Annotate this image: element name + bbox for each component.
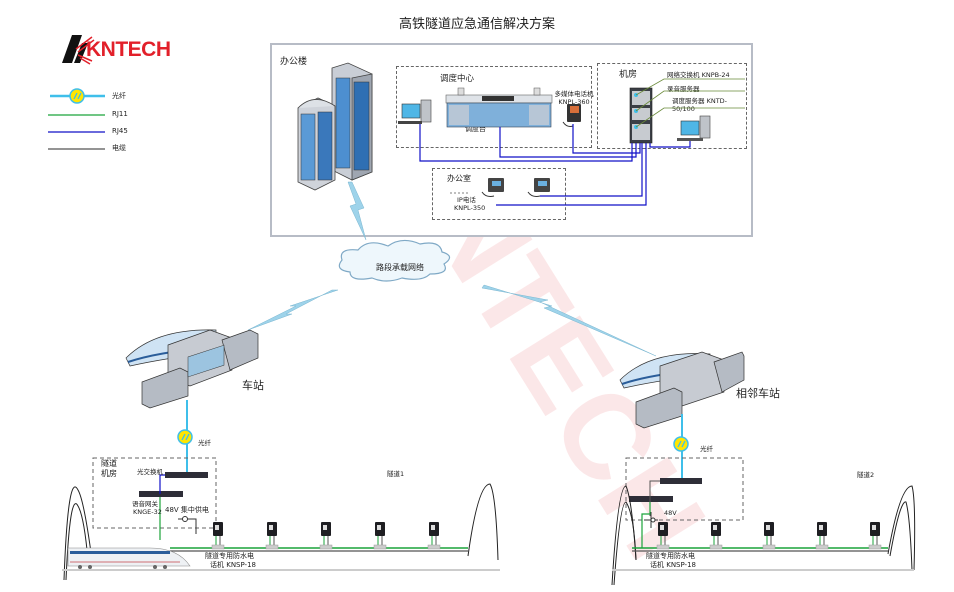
ip-phone-label-2: KNPL-350 [454, 204, 486, 212]
tunnel-phone-icon [427, 522, 441, 550]
dispatch-console-icon [445, 87, 553, 128]
optical-switch-icon [165, 472, 208, 478]
train-icon [67, 547, 191, 569]
diagram-title: 高铁隧道应急通信解决方案 [398, 17, 555, 32]
wireless-link-icon [347, 181, 367, 241]
power-symbol-right-icon [644, 512, 658, 528]
wireless-link-right-icon [481, 284, 657, 357]
office-tower-icon [297, 62, 373, 191]
legend-label-fiber: 光纤 [112, 92, 126, 100]
server-rack-icon [629, 87, 653, 144]
server-room-pc-icon [677, 115, 711, 141]
server-item-dispatch: 调度服务器 KNTD-50/100 [672, 97, 728, 113]
fiber-icon-left [177, 429, 193, 445]
office-room-box [432, 168, 566, 220]
power-label-right: 48V [664, 509, 677, 517]
tunnel-room-label-1: 隧道 [101, 459, 117, 468]
network-cloud-label: 路段承载网络 [376, 263, 424, 272]
ip-phone-icon [481, 178, 504, 197]
legend-label-cable: 电缆 [112, 144, 126, 152]
voice-gateway-label-1: 语音网关 [132, 500, 158, 508]
tunnel-phone-icon [815, 522, 829, 550]
dispatch-pc-icon [398, 99, 432, 124]
fiber-label-left: 光纤 [198, 439, 211, 447]
logo-text: KNTECH [86, 38, 171, 61]
tunnel-2-label: 隧道2 [857, 471, 875, 479]
office-building-label: 办公楼 [280, 57, 308, 67]
server-item-recording: 录音服务器 [667, 85, 700, 93]
logo-k-mark-icon [62, 35, 95, 65]
tunnel-phone-icon [211, 522, 225, 550]
optical-switch-label: 光交换机 [137, 468, 163, 476]
legend: 光纤 RJ11 RJ45 电缆 [45, 88, 165, 158]
tunnel-phone-label-left-1: 隧道专用防水电 [205, 552, 254, 560]
legend-label-rj45: RJ45 [112, 127, 128, 135]
kntech-logo: KNTECH [58, 33, 171, 67]
voice-gateway-right-icon [629, 496, 673, 502]
power-symbol-icon [178, 516, 197, 534]
station-right-label: 相邻车站 [736, 387, 780, 400]
tunnel-phone-icon [762, 522, 776, 550]
rj45-links-hq [419, 124, 691, 206]
voice-gateway-label-2: KNGE-32 [133, 508, 162, 516]
dispatch-center-label: 调度中心 [440, 74, 475, 84]
multimedia-phone-icon [562, 104, 581, 127]
server-room-label: 机房 [619, 70, 638, 80]
wireless-link-left-icon [247, 289, 339, 331]
ip-phone-label-1: IP电话 [457, 196, 476, 204]
tunnel-phone-label-left-2: 话机 KNSP-18 [210, 561, 256, 569]
tunnel-room-right-box [625, 457, 744, 521]
tunnel-phone-icon [373, 522, 387, 550]
voice-gateway-icon [139, 491, 183, 497]
optical-switch-right-icon [660, 478, 702, 484]
tunnel-room-label-2: 机房 [101, 469, 117, 478]
office-room-label: 办公室 [447, 174, 471, 183]
server-callout-lines [635, 78, 745, 128]
station-left-label: 车站 [242, 379, 264, 392]
tunnel-phone-icon [656, 522, 670, 550]
console-label: 调度台 [465, 125, 486, 133]
dispatch-center-box [396, 66, 592, 148]
tunnel-phone-icon [868, 522, 882, 550]
tunnel-phones-left [211, 522, 441, 550]
tunnel-phone-label-right-2: 话机 KNSP-18 [650, 561, 696, 569]
fiber-icon [69, 88, 85, 104]
fiber-label-right: 光纤 [700, 445, 713, 453]
station-left-icon [125, 329, 259, 409]
tunnel-room-left-box [92, 457, 217, 529]
tunnel-phone-icon [709, 522, 723, 550]
tunnel-phones-right [656, 522, 882, 550]
tunnel-phone-icon [319, 522, 333, 550]
tunnel-phone-icon [265, 522, 279, 550]
tunnel-arches [63, 483, 916, 586]
tunnel-1-label: 隧道1 [387, 470, 405, 478]
fiber-icon-right [673, 436, 689, 452]
server-room-box [597, 63, 747, 149]
station-right-icon [619, 351, 745, 429]
multimedia-phone-label: 多媒体电话机 KNPL-360 [554, 90, 594, 106]
ip-phone-icon-2 [527, 178, 550, 197]
server-item-switch: 网络交换机 KNPB-24 [667, 71, 730, 79]
tunnel-phone-label-right-1: 隧道专用防水电 [646, 552, 695, 560]
legend-label-rj11: RJ11 [112, 110, 128, 118]
power-label-left: 48V 集中供电 [165, 506, 209, 514]
network-cloud-icon [338, 239, 451, 282]
